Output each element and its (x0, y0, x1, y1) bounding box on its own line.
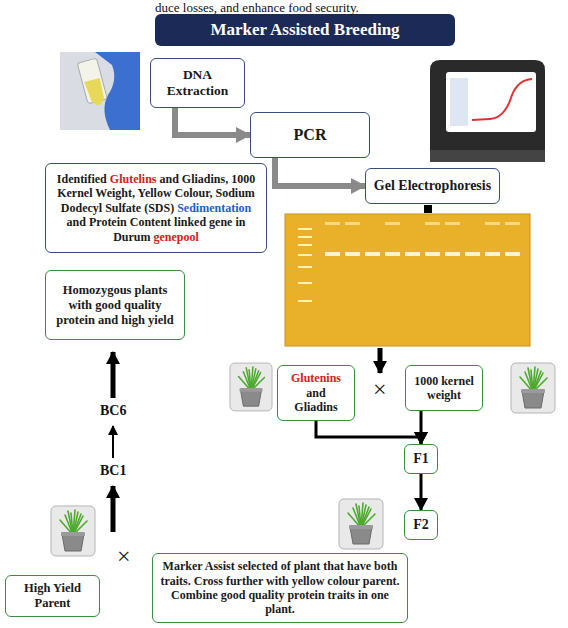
generation-box: F1 (404, 444, 438, 474)
flow-connector (275, 158, 365, 186)
plant-image (230, 363, 272, 411)
gel-image (285, 214, 530, 346)
flow-connector (316, 421, 421, 444)
test-tube-photo (60, 52, 140, 130)
title-banner: Marker Assisted Breeding (155, 14, 455, 46)
flow-connector (420, 411, 423, 444)
flow-connector (420, 474, 423, 510)
cross-symbol: × (117, 543, 131, 570)
node-text: F1 (413, 451, 429, 468)
flow-connector (175, 108, 250, 135)
parent-box: High Yield Parent (5, 575, 100, 617)
node-text: Marker Assist selected of plant that hav… (159, 559, 401, 617)
cross-symbol: × (373, 376, 387, 403)
process-box: PCR (250, 112, 370, 158)
flow-arrow (111, 486, 116, 532)
node-text: 1000 kernel weight (412, 374, 476, 403)
generation-label: BC6 (100, 403, 126, 419)
note-box: Identified Glutelins and Gliadins, 1000 … (45, 163, 267, 253)
connector-square (424, 205, 432, 213)
node-text: Gel Electrophoresis (374, 178, 491, 195)
node-text: PCR (294, 125, 327, 144)
process-box: DNA Extraction (150, 58, 245, 108)
node-text: Identified Glutelins and Gliadins, 1000 … (52, 172, 260, 244)
result-box: Homozygous plants with good quality prot… (45, 270, 185, 340)
node-text: DNA Extraction (157, 67, 238, 99)
plant-image (51, 506, 95, 556)
generation-box: F2 (404, 510, 438, 540)
parent-box: Glutenins and Gliadins (277, 365, 355, 421)
process-box: Gel Electrophoresis (365, 168, 500, 204)
flow-arrow (112, 426, 114, 458)
node-text: F2 (413, 517, 429, 534)
parent-box: 1000 kernel weight (405, 365, 483, 411)
node-text: Glutenins and Gliadins (284, 371, 348, 414)
pcr-machine (430, 60, 545, 162)
node-text: High Yield Parent (12, 581, 93, 611)
plant-image (511, 363, 555, 413)
flow-arrow (378, 348, 383, 373)
flow-arrow (111, 352, 116, 398)
generation-label: BC1 (100, 463, 126, 479)
cut-text: duce losses, and enhance food security. (155, 0, 359, 16)
node-text: Homozygous plants with good quality prot… (52, 283, 178, 328)
note-box: Marker Assist selected of plant that hav… (152, 553, 408, 623)
plant-image (339, 499, 383, 549)
